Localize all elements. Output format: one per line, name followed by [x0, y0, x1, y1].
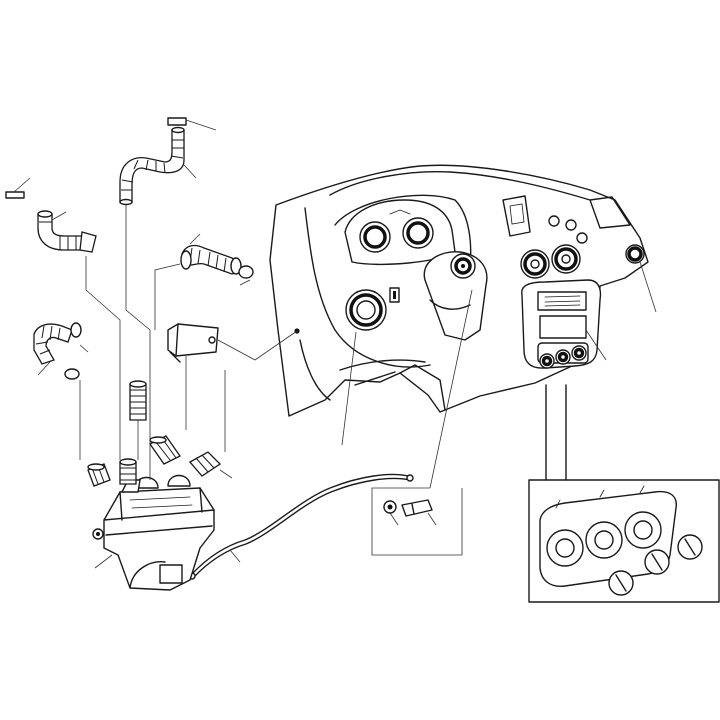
control-knob-detail	[371, 289, 473, 556]
switch-3	[576, 232, 588, 244]
duct-hose-4	[33, 322, 89, 380]
hose-clip-small	[5, 177, 31, 199]
switch-2	[565, 219, 577, 231]
hose-clip	[167, 117, 217, 179]
heater-control-panel	[537, 342, 589, 369]
center-vent-left	[520, 249, 550, 279]
duct-hose-7	[119, 458, 137, 485]
control-cable	[188, 473, 414, 580]
right-side-vent	[625, 244, 645, 264]
heater-unit	[92, 474, 215, 591]
duct-hose-1	[119, 126, 185, 206]
center-vent-right	[551, 244, 581, 274]
leader-lines	[79, 205, 657, 480]
heater-control-detail	[528, 384, 720, 603]
blower-motor-resistor	[167, 323, 298, 363]
duct-hose-5	[129, 380, 147, 421]
left-side-vent	[345, 287, 400, 331]
steering-column-boss	[423, 251, 488, 341]
duct-hose-6	[87, 463, 111, 487]
duct-hose-3	[180, 233, 254, 286]
instrument-cluster	[344, 199, 456, 266]
duct-hose-2	[37, 210, 97, 253]
switch-1	[548, 215, 560, 227]
duct-hose-8	[149, 435, 233, 479]
